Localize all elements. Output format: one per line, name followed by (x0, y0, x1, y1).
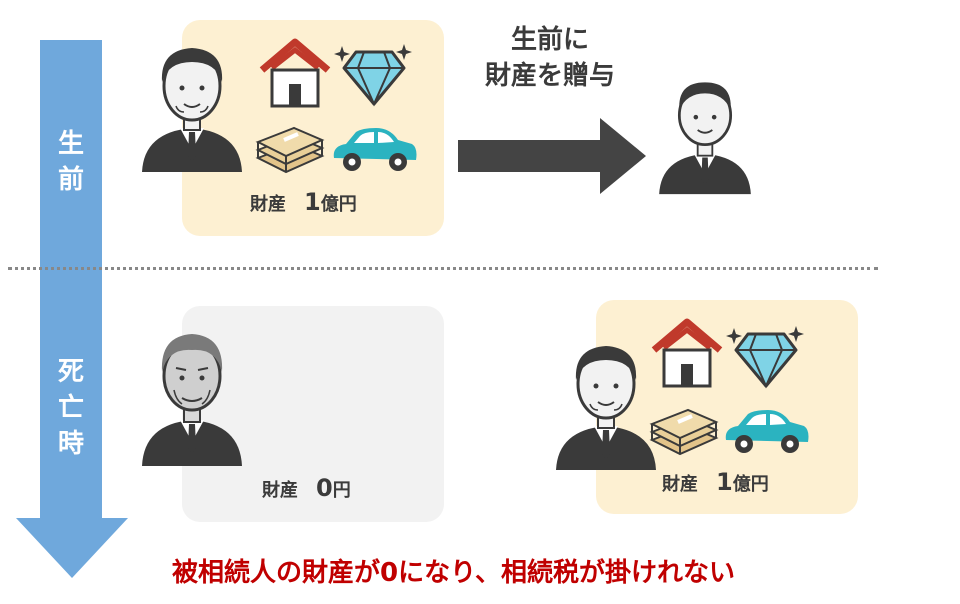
diamond-icon-2 (726, 326, 804, 389)
divider-line (8, 267, 878, 270)
parent-person-icon (142, 48, 242, 172)
house-icon-2 (651, 318, 723, 388)
timeline-bar (40, 40, 102, 518)
bottom-right-asset-panel (596, 300, 858, 514)
timeline-death-label: 死亡時 (58, 357, 85, 459)
diamond-icon (334, 44, 412, 107)
money-icon (255, 126, 325, 174)
money-icon-2 (649, 408, 719, 456)
bottom-left-asset-panel (182, 306, 444, 522)
car-icon-2 (725, 410, 809, 453)
gift-label: 生前に 財産を贈与 (484, 25, 615, 91)
heir-person-icon (659, 82, 751, 195)
house-icon (259, 38, 331, 108)
conclusion-text: 被相続人の財産が0になり、相続税が掛けれない (172, 558, 736, 588)
gift-arrow (458, 118, 646, 194)
car-icon (333, 128, 417, 171)
deceased-person-icon (142, 334, 242, 466)
timeline-before-label: 生前 (58, 129, 85, 195)
heir-older-person-icon (556, 346, 656, 470)
